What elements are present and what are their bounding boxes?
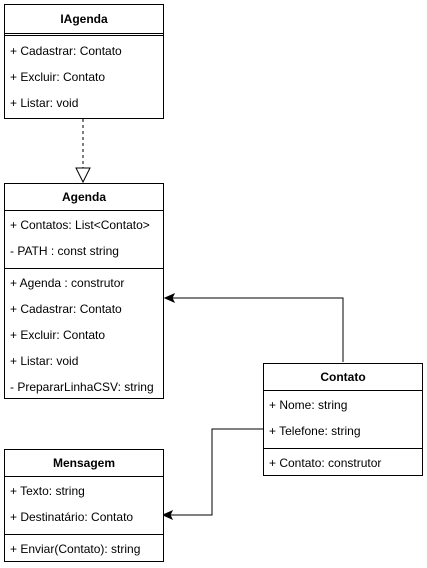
method: + Contato: construtor [269,456,382,470]
attribute: + Telefone: string [269,424,361,438]
attribute: + Texto: string [10,484,85,498]
class-contato-attributes: + Nome: string + Telefone: string [264,391,422,449]
class-mensagem-methods: + Enviar(Contato): string [5,535,163,566]
class-agenda-attributes: + Contatos: List<Contato> - PATH : const… [5,211,163,269]
method: - PrepararLinhaCSV: string [10,380,154,394]
method: + Excluir: Contato [10,328,106,342]
method: + Cadastrar: Contato [10,302,122,316]
class-agenda-name: Agenda [5,184,163,211]
method: + Listar: void [10,354,79,368]
association-arrowhead-agenda [163,292,176,304]
association-line-contato-mensagem [170,428,263,516]
class-agenda[interactable]: Agenda + Contatos: List<Contato> - PATH … [4,183,164,399]
method: + Cadastrar: Contato [10,44,122,58]
class-iagenda-methods: + Cadastrar: Contato + Excluir: Contato … [5,36,163,120]
class-mensagem-name: Mensagem [5,450,163,477]
method: + Enviar(Contato): string [10,542,141,556]
class-contato-methods: + Contato: construtor [264,449,422,480]
class-mensagem-attributes: + Texto: string + Destinatário: Contato [5,477,163,535]
class-iagenda-name: IAgenda [5,5,163,36]
association-arrowhead-mensagem [161,509,174,521]
method: + Agenda : construtor [10,276,125,290]
class-mensagem[interactable]: Mensagem + Texto: string + Destinatário:… [4,449,164,562]
method: + Listar: void [10,96,79,110]
class-agenda-methods: + Agenda : construtor + Cadastrar: Conta… [5,269,163,404]
attribute: - PATH : const string [10,244,119,258]
realization-arrowhead [75,167,91,184]
attribute: + Destinatário: Contato [10,510,134,524]
attribute: + Nome: string [269,398,348,412]
association-line-contato-agenda [172,297,344,362]
method: + Excluir: Contato [10,70,106,84]
class-contato-name: Contato [264,364,422,391]
class-iagenda[interactable]: IAgenda + Cadastrar: Contato + Excluir: … [4,4,164,119]
attribute: + Contatos: List<Contato> [10,218,150,232]
class-contato[interactable]: Contato + Nome: string + Telefone: strin… [263,363,423,476]
